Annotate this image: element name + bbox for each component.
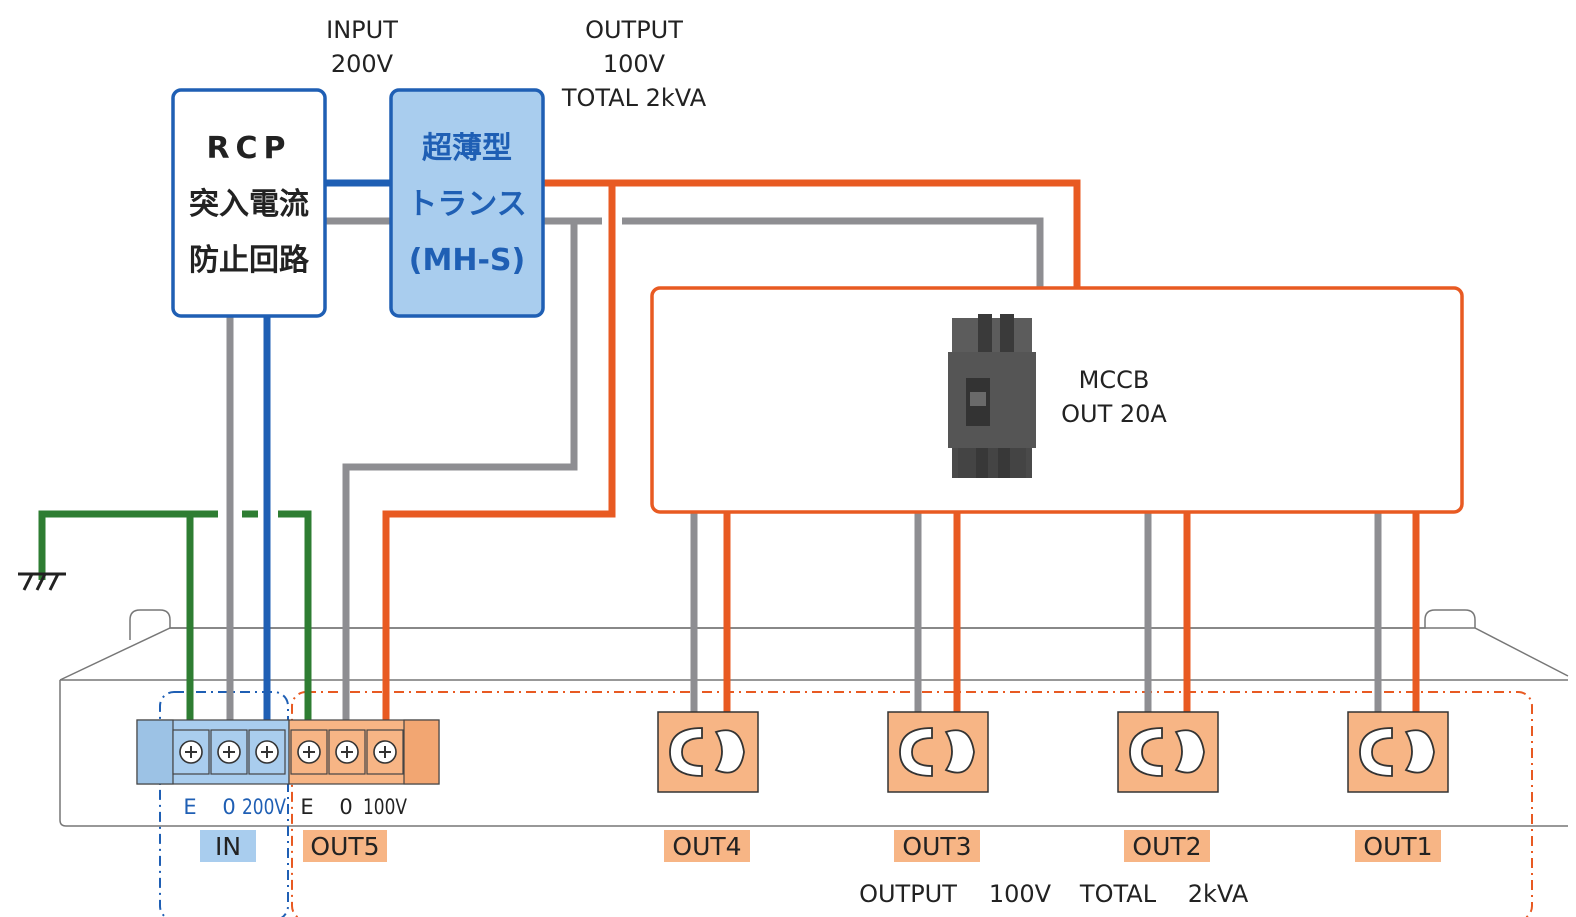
caption-output: OUTPUT — [859, 880, 957, 908]
rack-chassis — [59, 609, 1569, 827]
label-out1: OUT1 — [1363, 832, 1432, 861]
caption-capacity: 2kVA — [1188, 880, 1249, 908]
outlet-out4 — [657, 711, 759, 793]
gray-wire-out5-0 — [342, 217, 602, 740]
terminal-block — [136, 719, 440, 785]
outlet-socket-icon — [1129, 727, 1205, 777]
rcp-title: RCP — [206, 131, 291, 166]
label-in: IN — [215, 832, 241, 861]
rcp-box: RCP 突入電流 防止回路 — [171, 88, 327, 318]
outlet-out1 — [1347, 711, 1449, 793]
caption-total: TOTAL — [1079, 880, 1157, 908]
outlet-out3 — [887, 711, 989, 793]
transformer-line2: トランス — [407, 187, 526, 222]
terminal-out-e: E — [300, 795, 313, 819]
output-total: TOTAL 2kVA — [561, 84, 707, 112]
outlets — [657, 711, 1449, 793]
rcp-line2: 突入電流 — [189, 187, 309, 222]
input-label: INPUT — [326, 16, 398, 44]
in-region-dashed-box — [159, 691, 289, 917]
output-voltage: 100V — [603, 50, 666, 78]
circuit-breaker-icon — [948, 314, 1036, 478]
output-label: OUTPUT — [585, 16, 683, 44]
terminal-in-200v: 200V — [242, 795, 287, 819]
terminal-out-100v: 100V — [363, 795, 408, 819]
terminal-in-e: E — [183, 795, 196, 819]
ground-icon — [18, 572, 66, 591]
transformer-box: 超薄型 トランス (MH-S) — [389, 88, 545, 318]
mccb-label: MCCB — [1079, 366, 1150, 394]
outlet-socket-icon — [669, 727, 745, 777]
outlet-out2 — [1117, 711, 1219, 793]
wires — [38, 179, 1420, 740]
terminal-in-0: 0 — [222, 795, 235, 819]
green-wire-earth — [38, 510, 312, 740]
mccb-rating: OUT 20A — [1061, 400, 1167, 428]
label-out4: OUT4 — [672, 832, 741, 861]
input-voltage: 200V — [331, 50, 394, 78]
rcp-line3: 防止回路 — [189, 243, 310, 278]
outlet-socket-icon — [899, 727, 975, 777]
outlet-socket-icon — [1359, 727, 1435, 777]
orange-wire-out5-100v — [382, 183, 616, 740]
label-out5: OUT5 — [310, 832, 379, 861]
caption-voltage: 100V — [989, 880, 1052, 908]
label-out3: OUT3 — [902, 832, 971, 861]
mccb-box: MCCB OUT 20A — [650, 286, 1464, 514]
terminal-out-0: 0 — [339, 795, 352, 819]
transformer-line3: (MH-S) — [409, 243, 525, 278]
label-out2: OUT2 — [1132, 832, 1201, 861]
gray-wire-mccb — [622, 217, 1044, 288]
transformer-line1: 超薄型 — [422, 131, 512, 166]
orange-wire-mccb — [543, 179, 1081, 288]
